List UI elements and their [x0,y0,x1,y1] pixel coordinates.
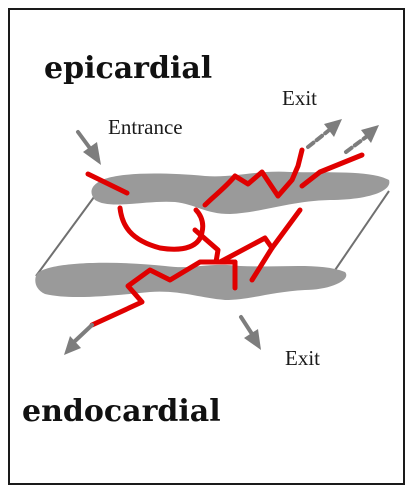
exit-label-bottom: Exit [285,348,320,369]
pathway-loop [120,208,203,249]
pathway-branch-a [195,230,218,262]
exit-label-top: Exit [282,88,317,109]
endocardial-label: endocardial [22,397,221,427]
entrance-label: Entrance [108,117,183,138]
slab-right-edge [331,191,389,276]
exit-right-arrow-shaft [241,317,252,334]
pathway-descend [272,210,300,248]
exit-top-arrow-2-shaft [346,137,366,152]
arrows [64,119,379,355]
epicardial-label: epicardial [44,54,212,84]
exit-top-arrow-1-shaft [308,131,328,147]
exit-left-arrow-shaft [75,325,92,341]
